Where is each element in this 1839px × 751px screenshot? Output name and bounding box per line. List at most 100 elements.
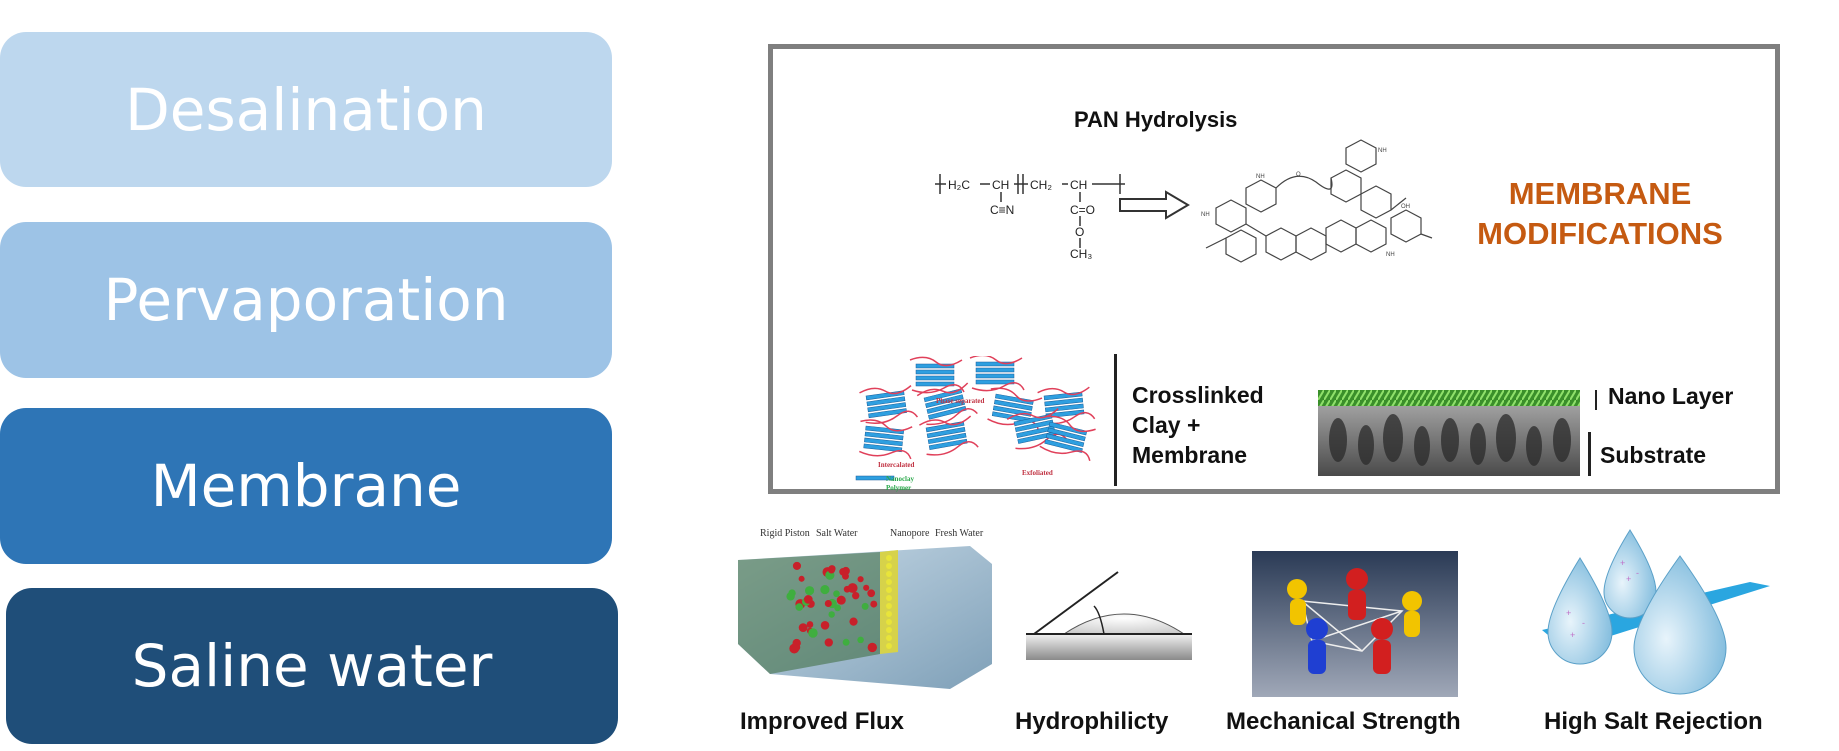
crosslinked-line2: Clay + <box>1132 412 1201 438</box>
pan-hydrolysis-title: PAN Hydrolysis <box>1074 107 1238 132</box>
fresh-water-label: Fresh Water <box>935 528 984 539</box>
polymer-chain <box>909 356 965 394</box>
salt-particle <box>820 620 830 630</box>
salt-particle <box>804 586 815 596</box>
svg-text:-: - <box>1636 568 1639 578</box>
clay-morphology-diagram: Phase separated Intercalated Exfoliated … <box>855 356 1096 492</box>
chem-ch2: CH₂ <box>1030 178 1052 192</box>
clay-platelet <box>915 369 955 375</box>
nanopore-atom <box>886 555 892 561</box>
substrate-tick <box>1588 432 1591 476</box>
svg-text:-: - <box>1582 618 1585 628</box>
svg-text:NH: NH <box>1378 148 1387 154</box>
chem-ch3: CH₃ <box>1070 247 1092 261</box>
clay-platelet <box>1047 427 1086 442</box>
clay-platelet <box>915 375 955 381</box>
clay-platelet <box>995 393 1034 405</box>
svg-text:NH: NH <box>1201 212 1210 218</box>
intercalated-label: Intercalated <box>878 461 915 469</box>
clay-platelet <box>926 400 966 414</box>
svg-text:OH: OH <box>1401 204 1410 210</box>
nanopore-atom <box>886 603 892 609</box>
svg-text:NH: NH <box>1256 174 1265 180</box>
svg-text:NH: NH <box>1386 252 1395 258</box>
clay-platelet <box>928 405 967 420</box>
substrate-label: Substrate <box>1600 442 1707 468</box>
nanopore-flux-illustration: Rigid Piston Salt Water Nanopore Fresh W… <box>738 528 992 689</box>
salt-particle <box>847 583 858 593</box>
nano-layer-label: Nano Layer <box>1608 383 1734 409</box>
nanopore-atom <box>886 611 892 617</box>
clay-platelet <box>975 379 1015 385</box>
salt-particle <box>867 589 876 598</box>
crosslinked-label: Crosslinked Clay + Membrane <box>1132 380 1264 470</box>
salt-particle <box>857 636 864 644</box>
svg-text:+: + <box>1570 630 1575 640</box>
svg-text:O: O <box>1296 172 1301 178</box>
membrane-modifications-panel <box>768 44 1780 494</box>
clay-platelet <box>993 399 1033 411</box>
clay-platelet <box>915 381 955 387</box>
nanopore-atom <box>886 571 892 577</box>
salt-particle <box>803 595 813 604</box>
salt-particle <box>857 576 864 583</box>
membrane-modifications-title: MEMBRANE MODIFICATIONS <box>1450 174 1750 254</box>
crosslinked-line3: Membrane <box>1132 442 1248 468</box>
modifications-line2: MODIFICATIONS <box>1477 216 1723 251</box>
rigid-piston-label: Rigid Piston <box>760 528 810 539</box>
salt-particle <box>827 566 836 574</box>
clay-platelet <box>1014 419 1054 433</box>
clay-platelet <box>975 367 1015 373</box>
salt-particle <box>793 643 801 651</box>
salt-particle <box>861 602 869 610</box>
improved-flux-caption: Improved Flux <box>740 708 905 735</box>
desalination-box: Desalination <box>0 32 612 187</box>
salt-particle <box>849 617 858 626</box>
clay-platelet <box>927 432 967 445</box>
pervaporation-box: Pervaporation <box>0 222 612 378</box>
polymer-chain <box>916 382 978 426</box>
crosslinked-line1: Crosslinked <box>1132 382 1264 408</box>
clay-platelet <box>1044 439 1083 453</box>
chem-ch-1: CH <box>992 178 1009 192</box>
clay-platelet <box>864 437 903 447</box>
clay-platelet <box>865 425 905 435</box>
salt-particle <box>842 638 850 646</box>
chem-cn: C≡N <box>990 203 1014 217</box>
contact-angle-icon <box>1026 571 1192 660</box>
clay-platelet <box>925 394 964 409</box>
salt-particle <box>867 642 878 653</box>
salt-particle <box>798 575 805 582</box>
hydrophilicity-caption: Hydrophilicty <box>1015 708 1169 735</box>
clay-platelet <box>1048 421 1088 436</box>
salt-particle <box>795 603 804 611</box>
svg-text:+: + <box>1626 574 1631 584</box>
saline-water-label: Saline water <box>131 632 493 700</box>
clay-platelet <box>1045 433 1085 448</box>
salt-particle <box>839 567 847 576</box>
clay-platelet <box>868 408 907 419</box>
salt-particle <box>824 600 832 608</box>
clay-platelet <box>863 443 903 453</box>
salt-particle <box>851 591 860 600</box>
nano-layer-tick <box>1595 390 1597 410</box>
clay-platelet <box>926 427 966 439</box>
nanopore-atom <box>886 563 892 569</box>
chem-co: C=O <box>1070 203 1095 217</box>
salt-particle <box>806 621 814 628</box>
pan-formula: H₂C CH CH₂ CH C≡N C=O O CH₃ <box>935 174 1125 261</box>
nanopore-label: Nanopore <box>890 528 930 539</box>
clay-platelet <box>867 402 907 413</box>
nanopore-atom <box>886 643 892 649</box>
clay-platelet <box>915 363 955 369</box>
clay-platelet <box>975 373 1015 379</box>
svg-text:+: + <box>1620 558 1625 568</box>
desalination-label: Desalination <box>125 75 487 144</box>
polymer-chain <box>969 356 1025 392</box>
chem-o: O <box>1075 225 1084 239</box>
salt-rejection-drops-icon: +-+ -++ <box>1542 529 1770 695</box>
salt-water-label: Salt Water <box>816 528 858 539</box>
salt-particle <box>828 611 835 618</box>
divider-line <box>1114 354 1117 486</box>
nanopore-atom <box>886 579 892 585</box>
